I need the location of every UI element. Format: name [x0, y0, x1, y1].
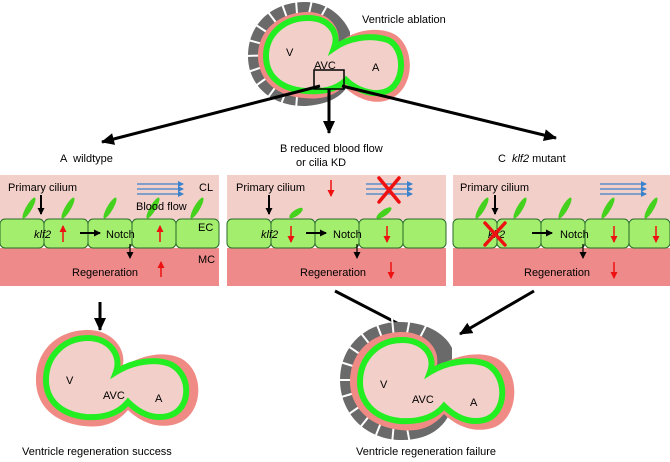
failure-heart-avc-label: AVC: [412, 394, 434, 406]
success-heart-avc-label: AVC: [103, 390, 125, 402]
cilium: [61, 197, 75, 219]
cilium: [513, 197, 527, 219]
ec-cell: [131, 218, 177, 249]
cilium: [475, 197, 489, 219]
panel-c-notch-label: Notch: [560, 229, 589, 241]
panel-b-notch-label: Notch: [333, 229, 362, 241]
cilium: [644, 197, 658, 219]
success-heart: V AVC A Ventricle regeneration success: [22, 330, 199, 458]
success-heart-a-label: A: [155, 393, 163, 405]
ec-cell: [628, 218, 670, 249]
panel-c-black-arrows: [491, 195, 587, 259]
panel-b-mc-band: [227, 248, 446, 286]
cilium: [289, 207, 303, 219]
failure-caption: Ventricle regeneration failure: [356, 446, 496, 458]
blood-flow-icon: [137, 181, 184, 197]
panel-b-black-arrows: [265, 195, 361, 259]
arrow-to-panel-c: [341, 84, 557, 141]
top-heart: V AVC A Ventricle ablation: [245, 0, 446, 111]
panel-a-blood-flow-label: Blood flow: [136, 201, 187, 213]
panel-b-regeneration-label: Regeneration: [300, 267, 366, 279]
panel-a-cl-label: CL: [199, 182, 213, 194]
panel-c-cilia: [475, 197, 658, 219]
panel-b-cilium-label: Primary cilium: [236, 182, 305, 194]
panel-a-mc-label: MC: [198, 254, 215, 266]
panel-b-heading-line1: B reduced blood flow: [280, 143, 383, 155]
panel-a: Primary cilium Blood flow CL EC MC klf2 …: [0, 175, 220, 286]
success-heart-endocardium: [42, 334, 190, 421]
outcome-arrows: [94, 289, 535, 336]
panel-c-mc-band: [453, 248, 670, 286]
cilium: [601, 197, 615, 219]
failure-heart-v-label: V: [380, 379, 388, 391]
panel-b-klf2-label: klf2: [261, 229, 278, 241]
branch-arrows: [101, 84, 557, 145]
panel-a-cilia: [22, 197, 204, 219]
panel-c-regeneration-label: Regeneration: [524, 267, 590, 279]
cilium: [22, 197, 36, 219]
ec-cell: [175, 218, 220, 249]
top-title: Ventricle ablation: [362, 14, 446, 26]
failure-heart: V AVC A Ventricle regeneration failure: [336, 317, 515, 458]
failure-heart-a-label: A: [470, 397, 478, 409]
panel-c-red-down-arrows: [610, 226, 660, 279]
panel-c: Primary cilium klf2 Notch Regeneration: [452, 175, 670, 286]
panel-a-black-arrows: [37, 195, 134, 259]
panel-b-ec-cells: [226, 218, 447, 249]
panel-b-heading-line2: or cilia KD: [296, 157, 346, 169]
arrow-to-panel-a: [101, 84, 321, 145]
success-heart-v-label: V: [66, 375, 74, 387]
panel-a-notch-label: Notch: [106, 229, 135, 241]
panel-c-blood-flow-icon: [600, 181, 647, 197]
blood-flow-block-x-icon: [377, 176, 401, 204]
klf2-knockout-x-icon: [483, 221, 507, 247]
top-heart-avc-label: AVC: [314, 60, 336, 72]
top-heart-v-label: V: [286, 47, 294, 59]
cilium: [190, 197, 204, 219]
top-heart-a-label: A: [372, 62, 380, 74]
panel-b-red-down-arrows: [287, 180, 395, 279]
ec-cell: [584, 218, 630, 249]
panel-a-cilium-label: Primary cilium: [8, 182, 77, 194]
arrow-c-to-failure: [459, 289, 535, 336]
ec-cell: [358, 218, 404, 249]
cilium: [103, 197, 117, 219]
ec-cell: [402, 218, 447, 249]
panel-a-mc-band: [0, 248, 219, 286]
cilium: [558, 197, 572, 219]
panel-c-cilium-label: Primary cilium: [460, 182, 529, 194]
success-caption: Ventricle regeneration success: [22, 446, 172, 458]
panel-a-red-up-arrows: [59, 225, 165, 277]
failure-heart-endocardium: [356, 336, 506, 425]
panel-a-klf2-label: klf2: [34, 229, 51, 241]
panel-a-regeneration-label: Regeneration: [72, 267, 138, 279]
panel-a-ec-cells: [0, 218, 220, 249]
panel-a-ec-label: EC: [198, 222, 213, 234]
cilium: [376, 207, 392, 219]
panel-b: Primary cilium klf2 Notch Regeneration: [226, 175, 447, 286]
panel-b-cilia: [289, 207, 392, 219]
cilium: [146, 197, 160, 219]
